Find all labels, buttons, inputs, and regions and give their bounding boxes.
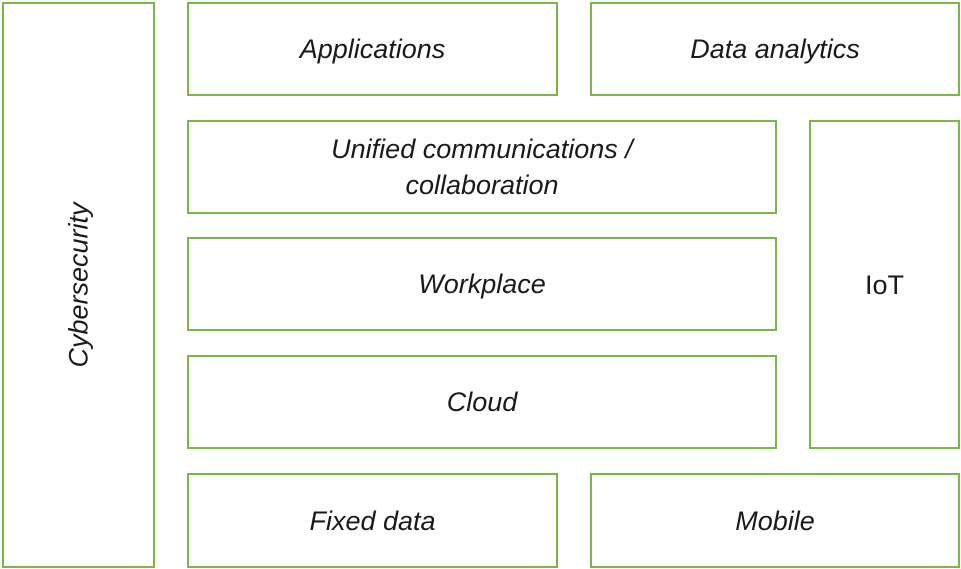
unified-communications-label-line1: Unified communications / [331, 134, 633, 164]
iot-label: IoT [864, 269, 904, 300]
cybersecurity-block: Cybersecurity [2, 2, 155, 568]
fixed-data-label: Fixed data [309, 505, 436, 536]
mobile-block: Mobile [590, 473, 960, 568]
applications-block: Applications [187, 2, 558, 96]
cloud-label: Cloud [446, 387, 518, 417]
cloud-block: Cloud [187, 355, 777, 449]
unified-communications-block: Unified communications / collaboration [187, 120, 777, 214]
mobile-label: Mobile [735, 505, 815, 536]
applications-label: Applications [299, 34, 446, 64]
workplace-block: Workplace [187, 237, 777, 331]
workplace-label: Workplace [418, 269, 546, 299]
data-analytics-label: Data analytics [690, 34, 860, 64]
data-analytics-block: Data analytics [590, 2, 960, 96]
fixed-data-block: Fixed data [187, 473, 558, 568]
unified-communications-label-line2: collaboration [405, 170, 559, 200]
cybersecurity-label: Cybersecurity [63, 202, 94, 368]
iot-block: IoT [809, 120, 960, 449]
